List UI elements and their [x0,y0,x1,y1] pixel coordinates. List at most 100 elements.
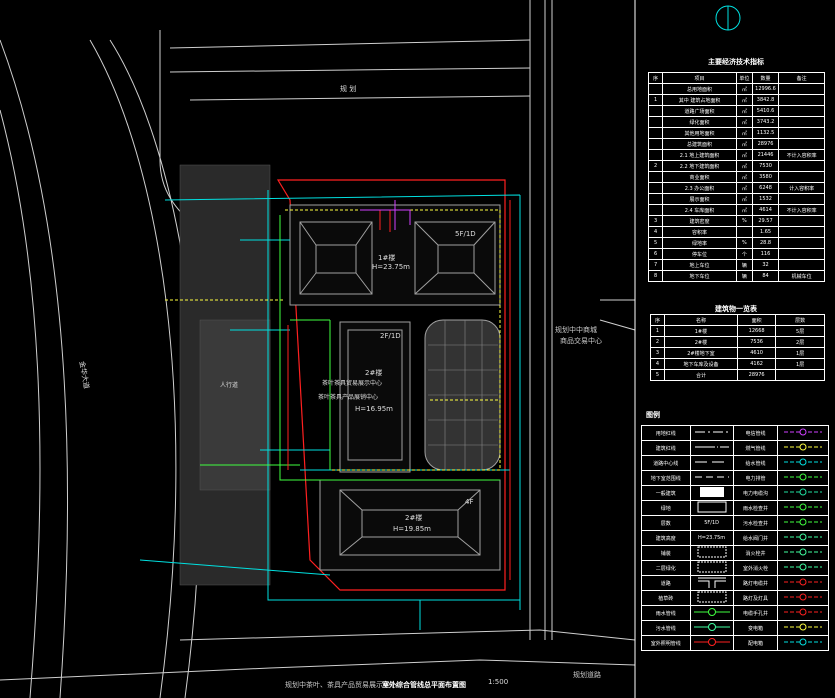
table-cell: 2#楼 [663,336,738,348]
table-cell: 地上车位 [662,259,737,271]
table-cell: ㎡ [736,83,753,95]
legend-row: 雨水管线电缆手孔井 [641,605,829,621]
table-cell: 7536 [736,336,777,348]
table-cell: 32 [751,259,780,271]
table-header: 序项目单位数量备注 [647,72,825,84]
table-cell [778,94,825,106]
table-cell: 5 [647,237,664,249]
table2-title: 建筑物一览表 [715,305,757,313]
table-cell: 5410.6 [751,105,780,117]
table-cell [778,116,825,128]
table-cell [736,226,753,238]
table-cell: 5 [650,369,665,381]
legend-symbol [777,500,829,516]
legend-row: 一般建筑电力电缆沟 [641,485,829,501]
table-cell: 8 [647,270,664,282]
legend-label: 消火栓井 [732,545,779,561]
table-cell: 停车位 [662,248,737,260]
legend-row: 植草砖路灯及灯具 [641,590,829,606]
table-cell: 2.1 地上建筑面积 [662,149,737,161]
table-cell: 2.4 车库面积 [662,204,737,216]
table-cell: 28976 [751,138,780,150]
legend-label: 路灯电缆井 [732,575,779,591]
table-cell [647,116,664,128]
table-cell: 序 [650,314,665,326]
table-cell [647,171,664,183]
building-2-note1: 茶叶茶具贸易展示中心 [322,380,383,387]
legend-row: 铺装 消火栓井 [641,545,829,561]
drawing-title: 室外综合管线总平面布置图 [382,681,466,689]
table-cell: 2 [650,336,665,348]
legend-label: 铺装 [641,545,691,561]
hatched-paving [179,164,271,586]
table-cell: 辆 [736,259,753,271]
legend-label: 电缆手孔井 [732,605,779,621]
legend-label: 电力电缆沟 [732,485,779,501]
table-cell: 面积 [736,314,777,326]
table-cell: 商业面积 [662,171,737,183]
table-header: 序名称面积层数 [650,314,825,326]
table-cell [778,171,825,183]
legend-label: 变电箱 [732,620,779,636]
table-cell: ㎡ [736,94,753,106]
table-cell: 名称 [663,314,738,326]
planned-road-label: 规划道路 [573,671,601,679]
table-cell: 6 [647,248,664,260]
north-arrow-icon [715,5,741,31]
table-cell: 2#楼地下室 [663,347,738,359]
legend-symbol [777,635,829,651]
ped-label: 人行道 [220,382,239,389]
legend-label: 植草砖 [641,590,691,606]
table-cell: 3 [650,347,665,359]
table-cell: ㎡ [736,193,753,205]
building-2-height: H=16.95m [355,405,393,413]
table-cell: 4 [650,358,665,370]
table-cell: 道路广场面积 [662,105,737,117]
table-cell: ㎡ [736,116,753,128]
legend-row: 道路路灯电缆井 [641,575,829,591]
table-cell: 7 [647,259,664,271]
legend-label: 雨水检查井 [732,500,779,516]
table-cell: 1532 [751,193,780,205]
table-cell: 总建筑面积 [662,138,737,150]
table-cell: 1#楼 [663,325,738,337]
legend-row: 地下室范围线电力排管 [641,470,829,486]
legend-symbol [777,425,829,441]
table-cell: 计入容积率 [778,182,825,194]
table-cell: ㎡ [736,138,753,150]
table-cell: ㎡ [736,127,753,139]
building-1-height: H=23.75m [372,263,410,271]
table-cell: 层数 [775,314,825,326]
legend-symbol [777,440,829,456]
table1-title: 主要经济技术指标 [708,58,764,66]
table-cell: 116 [751,248,780,260]
table-cell: 序 [647,72,664,84]
legend-symbol [777,515,829,531]
building-1-name: 1#楼 [378,254,396,262]
legend-symbol [689,635,734,651]
building-3-height: H=19.85m [393,525,431,533]
legend-row: 室外照明管线配电箱 [641,635,829,651]
legend-symbol [777,530,829,546]
table-cell: ㎡ [736,105,753,117]
table-cell: ㎡ [736,160,753,172]
road-top-label: 规 划 [340,85,357,93]
legend-symbol [777,590,829,606]
legend-symbol [777,470,829,486]
building-outlines [289,204,501,571]
table-cell: 4162 [736,358,777,370]
legend-label: 电信管线 [732,425,779,441]
table-cell: 12996.6 [751,83,780,95]
